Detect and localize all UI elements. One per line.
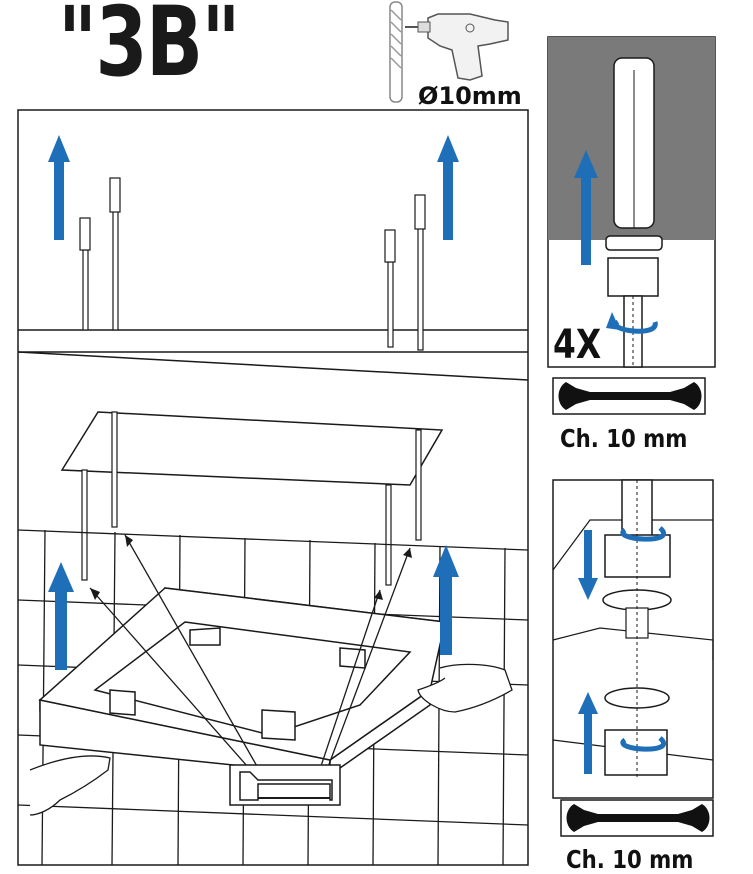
wrench-size-bottom: Ch. 10 mm xyxy=(566,845,694,874)
nut-lower xyxy=(604,729,668,776)
arrows-up-bottom xyxy=(48,545,459,670)
arrows-up-top xyxy=(48,135,459,240)
threaded-rods-top xyxy=(79,177,426,351)
hand-right xyxy=(417,663,513,713)
hand-left xyxy=(29,755,111,816)
anchor-quantity: 4X xyxy=(553,322,602,368)
main-frame xyxy=(17,109,529,866)
drill-bit-size: Ø10mm xyxy=(418,82,522,110)
wrench-size-top: Ch. 10 mm xyxy=(560,424,688,453)
hood-frame xyxy=(38,587,447,777)
step-label: "3B" xyxy=(58,0,241,98)
